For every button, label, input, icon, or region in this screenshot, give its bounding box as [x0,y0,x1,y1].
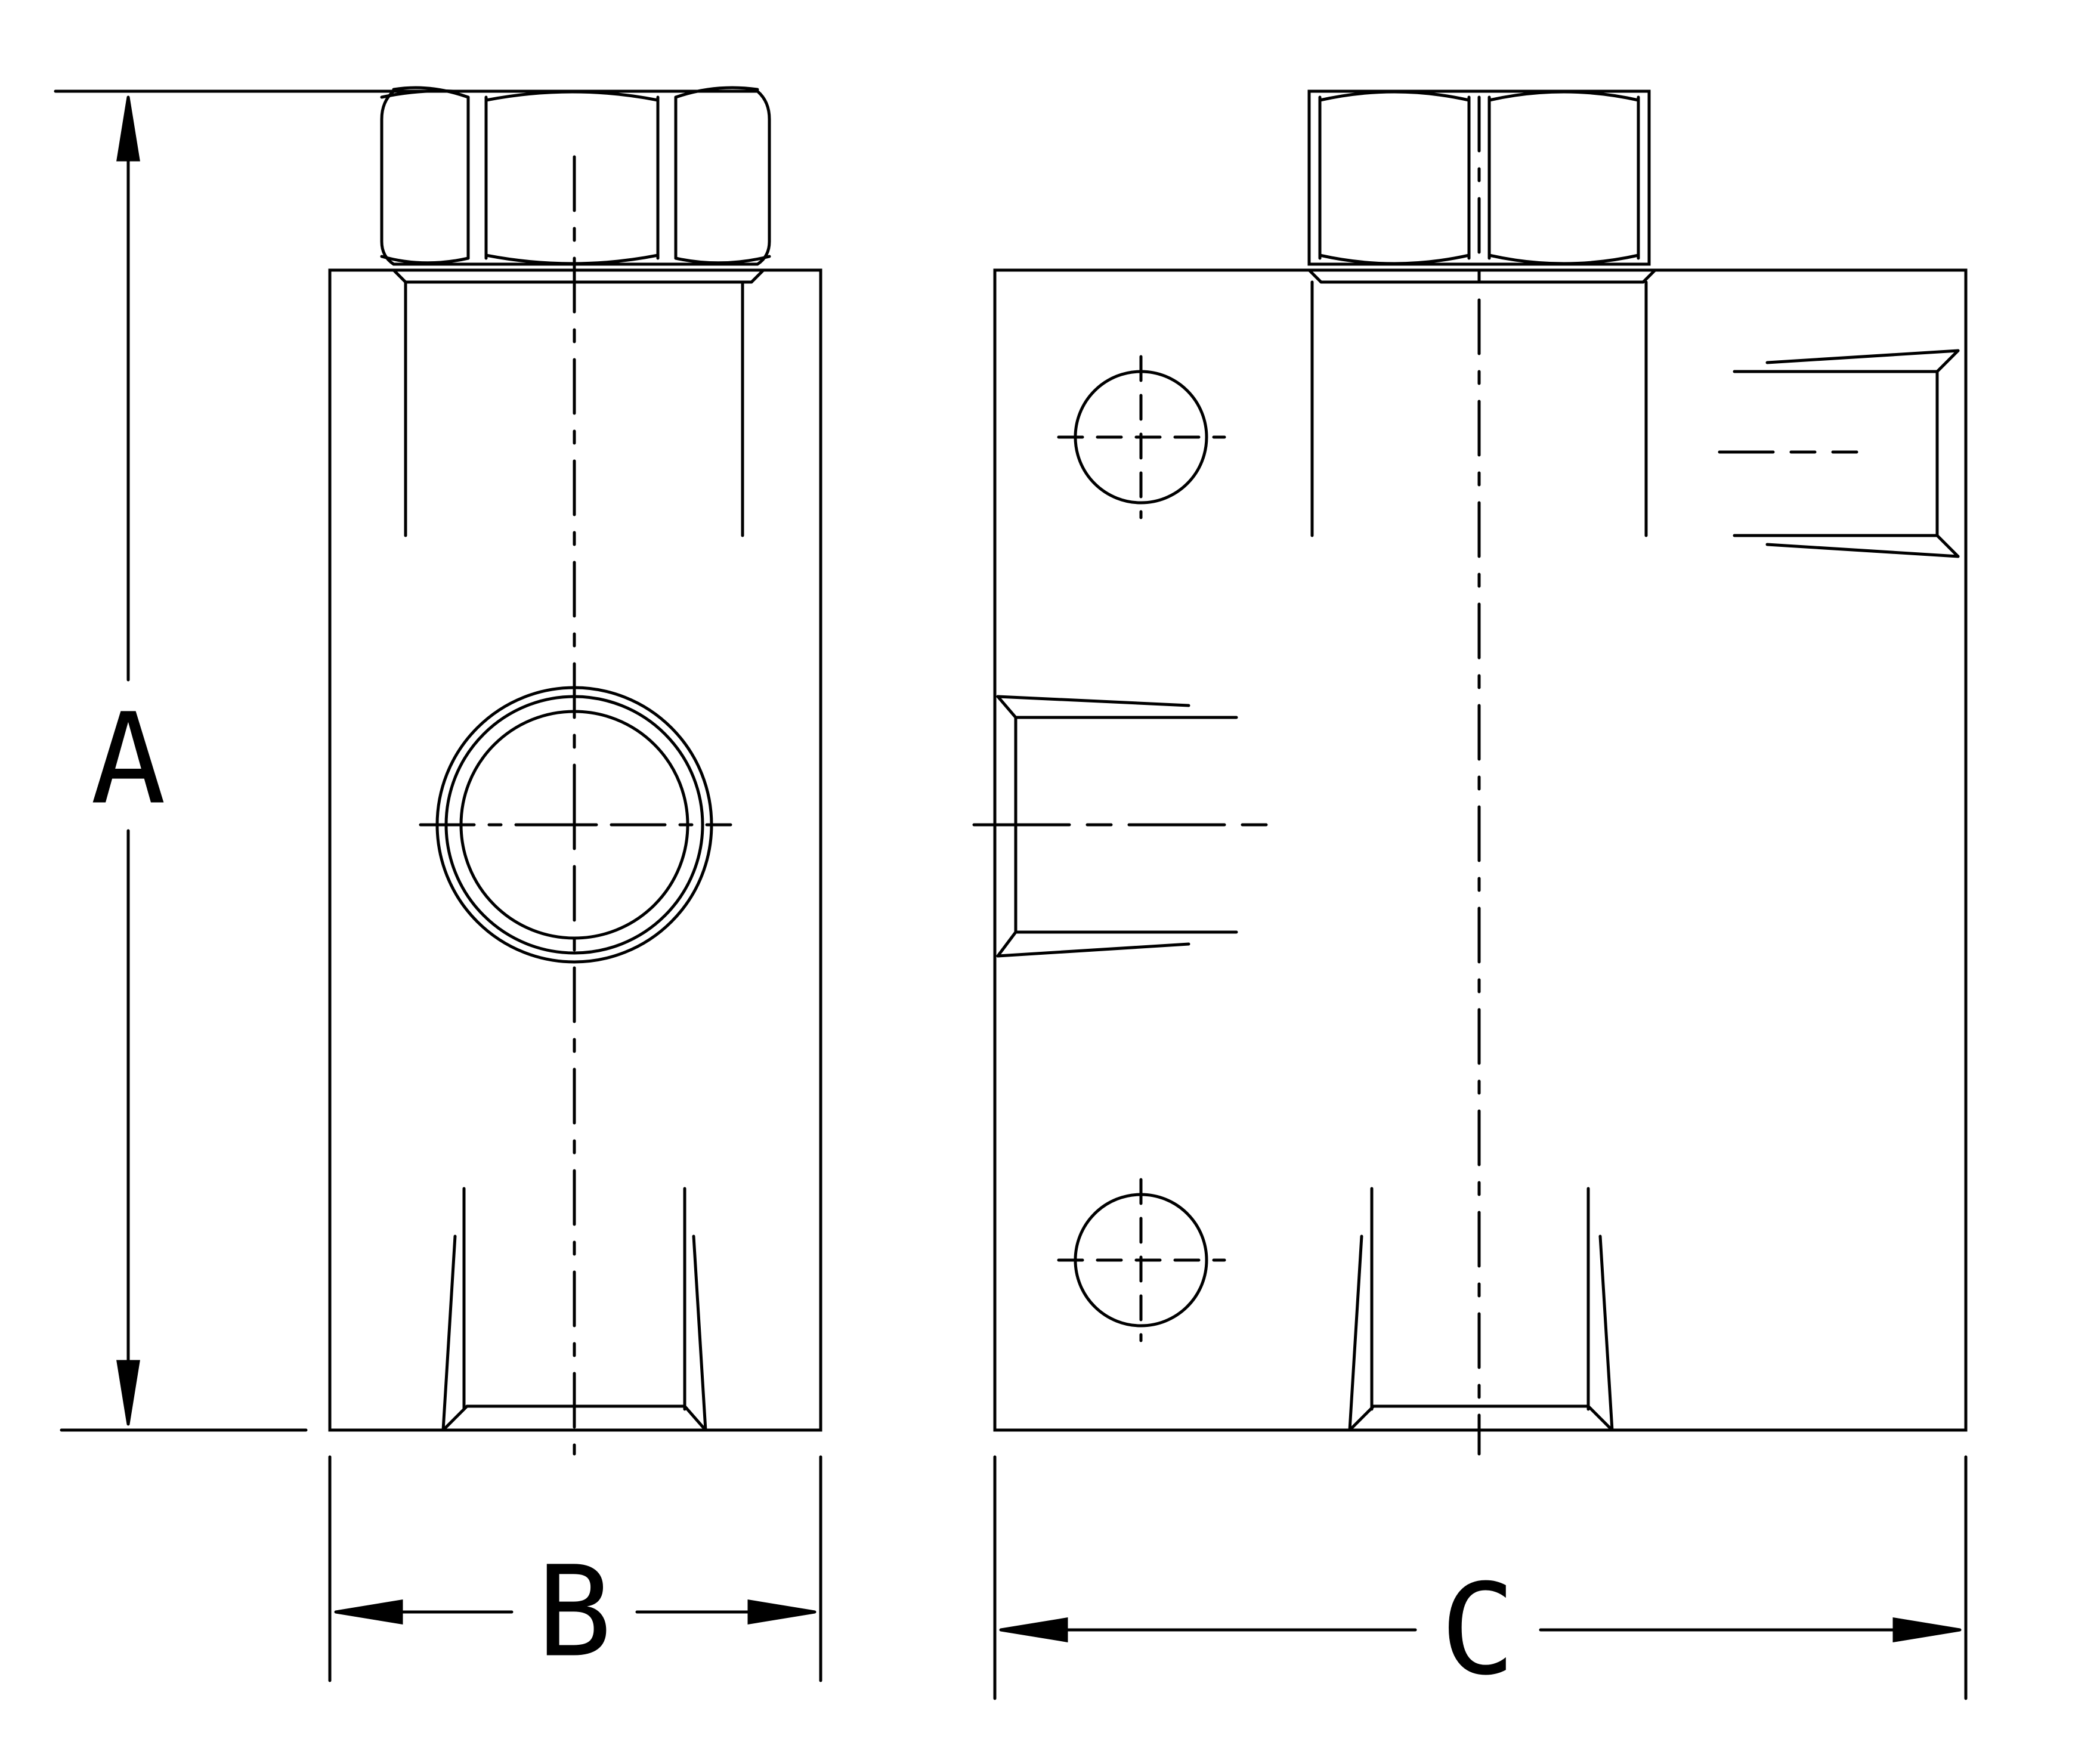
front-view-right-port [1718,349,1960,558]
front-view-left-port [972,695,1274,958]
front-view-mounting-hole-top [1057,355,1226,519]
side-view-hex-nut [380,86,771,284]
dimension-c [993,1455,1968,1700]
front-view-bottom-port [1348,1187,1614,1432]
dimension-b [328,1455,822,1682]
side-view-port-circle [419,686,732,964]
dimension-b-label: B [537,1539,612,1685]
dimension-c-label: C [1440,1557,1516,1703]
dimension-a [54,89,395,1432]
side-view [328,86,822,1456]
front-view [972,89,1968,1456]
front-view-hex-nut [1307,89,1657,284]
front-view-mounting-hole-bottom [1057,1178,1226,1342]
side-view-bottom-port [441,1187,707,1432]
dimension-a-label: A [91,686,166,833]
